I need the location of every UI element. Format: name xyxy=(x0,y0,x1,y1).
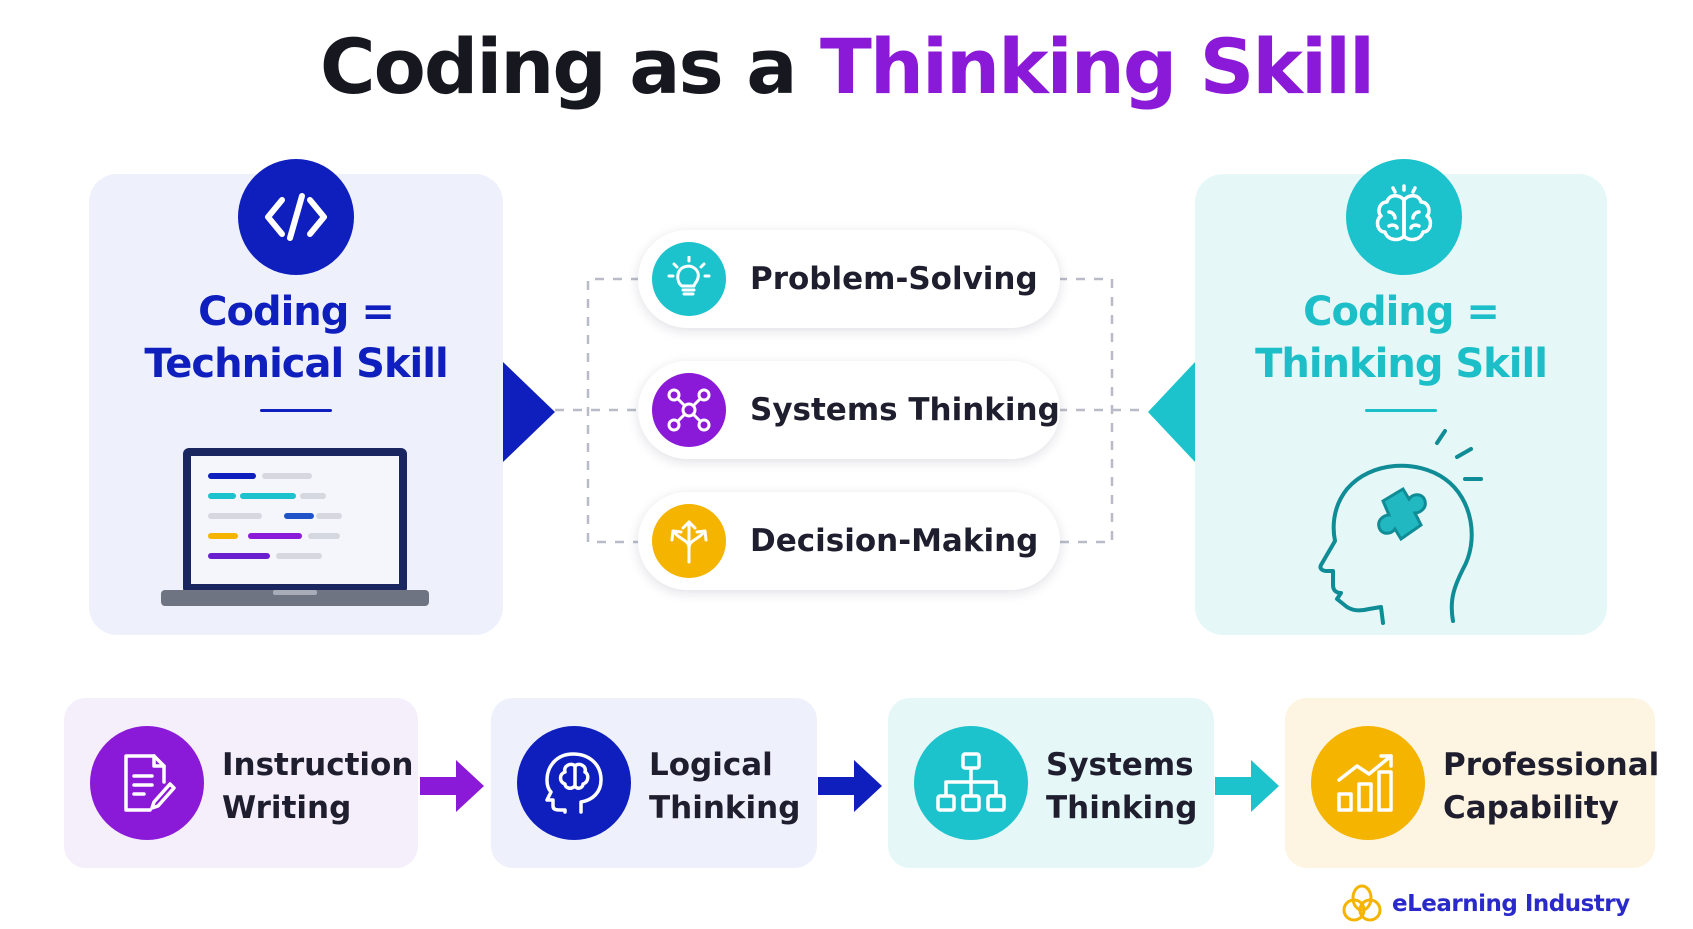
card-line-2: Writing xyxy=(222,790,352,826)
code-icon xyxy=(238,159,354,275)
brand-logo: eLearning Industry xyxy=(1340,882,1630,926)
right-pointer-arrow xyxy=(1148,362,1195,462)
heading-line-2: Thinking Skill xyxy=(1255,341,1548,387)
card-line-2: Capability xyxy=(1443,790,1619,826)
head-puzzle-icon xyxy=(1318,429,1483,625)
flow-arrow-2 xyxy=(818,760,882,812)
systems-thinking-card-label: Systems Thinking xyxy=(1046,744,1197,830)
title-part-2: Thinking Skill xyxy=(820,22,1375,111)
decision-making-label: Decision-Making xyxy=(750,523,1039,559)
professional-capability-label: Professional Capability xyxy=(1443,744,1659,830)
lightbulb-icon xyxy=(652,242,726,316)
professional-capability-card: Professional Capability xyxy=(1285,698,1659,868)
card-line-1: Professional xyxy=(1443,747,1660,783)
heading-line-1: Coding = xyxy=(1303,289,1500,335)
heading-rule xyxy=(260,409,332,412)
page-title: Coding as a Thinking Skill xyxy=(0,22,1693,111)
logical-thinking-card: Logical Thinking xyxy=(491,698,817,868)
technical-skill-heading: Coding = Technical Skill xyxy=(89,286,503,390)
brand-name: eLearning Industry xyxy=(1392,891,1630,917)
card-line-1: Logical xyxy=(649,747,773,783)
hierarchy-icon xyxy=(914,726,1028,840)
laptop-code-icon xyxy=(161,448,429,606)
flow-arrow-1 xyxy=(420,760,484,812)
problem-solving-pill: Problem-Solving xyxy=(638,230,1060,328)
problem-solving-label: Problem-Solving xyxy=(750,261,1038,297)
card-line-2: Thinking xyxy=(1046,790,1198,826)
elearning-logo-icon xyxy=(1342,884,1382,922)
head-brain-icon xyxy=(517,726,631,840)
card-line-2: Thinking xyxy=(649,790,801,826)
heading-rule xyxy=(1365,409,1437,412)
heading-line-2: Technical Skill xyxy=(144,341,448,387)
title-part-1: Coding as a xyxy=(319,22,798,111)
branch-arrows-icon xyxy=(652,504,726,578)
network-icon xyxy=(652,373,726,447)
growth-chart-icon xyxy=(1311,726,1425,840)
logical-thinking-label: Logical Thinking xyxy=(649,744,800,830)
card-line-1: Instruction xyxy=(222,747,414,783)
decision-making-pill: Decision-Making xyxy=(638,492,1060,590)
instruction-writing-label: Instruction Writing xyxy=(222,744,413,830)
thinking-skill-heading: Coding = Thinking Skill xyxy=(1195,286,1607,390)
systems-thinking-card: Systems Thinking xyxy=(888,698,1214,868)
systems-thinking-label: Systems Thinking xyxy=(750,392,1060,428)
card-line-1: Systems xyxy=(1046,747,1194,783)
left-pointer-arrow xyxy=(503,362,555,462)
systems-thinking-pill: Systems Thinking xyxy=(638,361,1060,459)
heading-line-1: Coding = xyxy=(198,289,395,335)
brain-icon xyxy=(1346,159,1462,275)
document-pen-icon xyxy=(90,726,204,840)
flow-arrow-3 xyxy=(1215,760,1279,812)
instruction-writing-card: Instruction Writing xyxy=(64,698,418,868)
